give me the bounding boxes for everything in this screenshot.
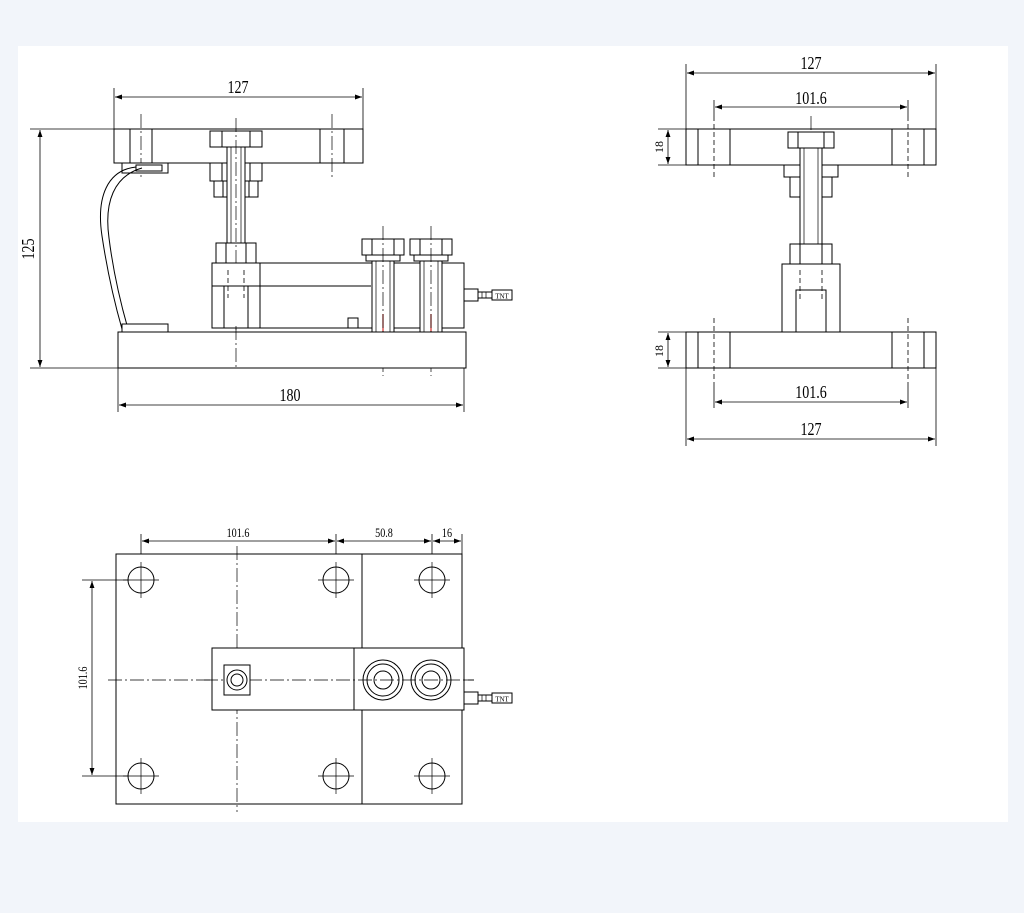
top-cable-connector [463,691,479,705]
top-view: TNT 101.6 50.8 16 101.6 [76,526,513,812]
side-dim-top-overall: 127 [800,55,821,74]
ground-cable [100,166,137,330]
top-dim-edge: 16 [442,526,452,540]
side-dim-bottom-overall: 127 [800,421,821,440]
side-dim-top-thickness: 18 [652,141,666,153]
top-dim-hole-spacing-y: 101.6 [76,666,90,689]
side-stud [799,147,823,245]
side-dim-bottom-thickness: 18 [652,345,666,357]
front-cable-connector [463,288,479,302]
drawing-sheet: TNT 127 125 180 [18,46,1008,822]
side-dim-bottom-holes: 101.6 [795,384,827,403]
side-dim-top-holes: 101.6 [795,90,827,109]
front-cable-label: TNT [495,293,509,301]
front-base-plate [117,331,467,369]
side-bottom-plate [685,331,937,369]
load-cell-mount-drawing: TNT 127 125 180 [20,55,937,812]
side-view: 127 101.6 18 18 101.6 127 [652,55,937,446]
top-dim-offset: 50.8 [375,526,393,540]
front-dim-base-width: 180 [279,387,300,406]
top-bolt-heads [362,659,452,701]
mounting-holes [123,562,450,794]
top-cable-label: TNT [495,696,509,704]
front-dim-height: 125 [20,238,39,259]
front-view: TNT 127 125 180 [20,79,513,412]
top-dim-hole-spacing-x: 101.6 [227,526,250,540]
front-dim-top-width: 127 [227,79,248,98]
